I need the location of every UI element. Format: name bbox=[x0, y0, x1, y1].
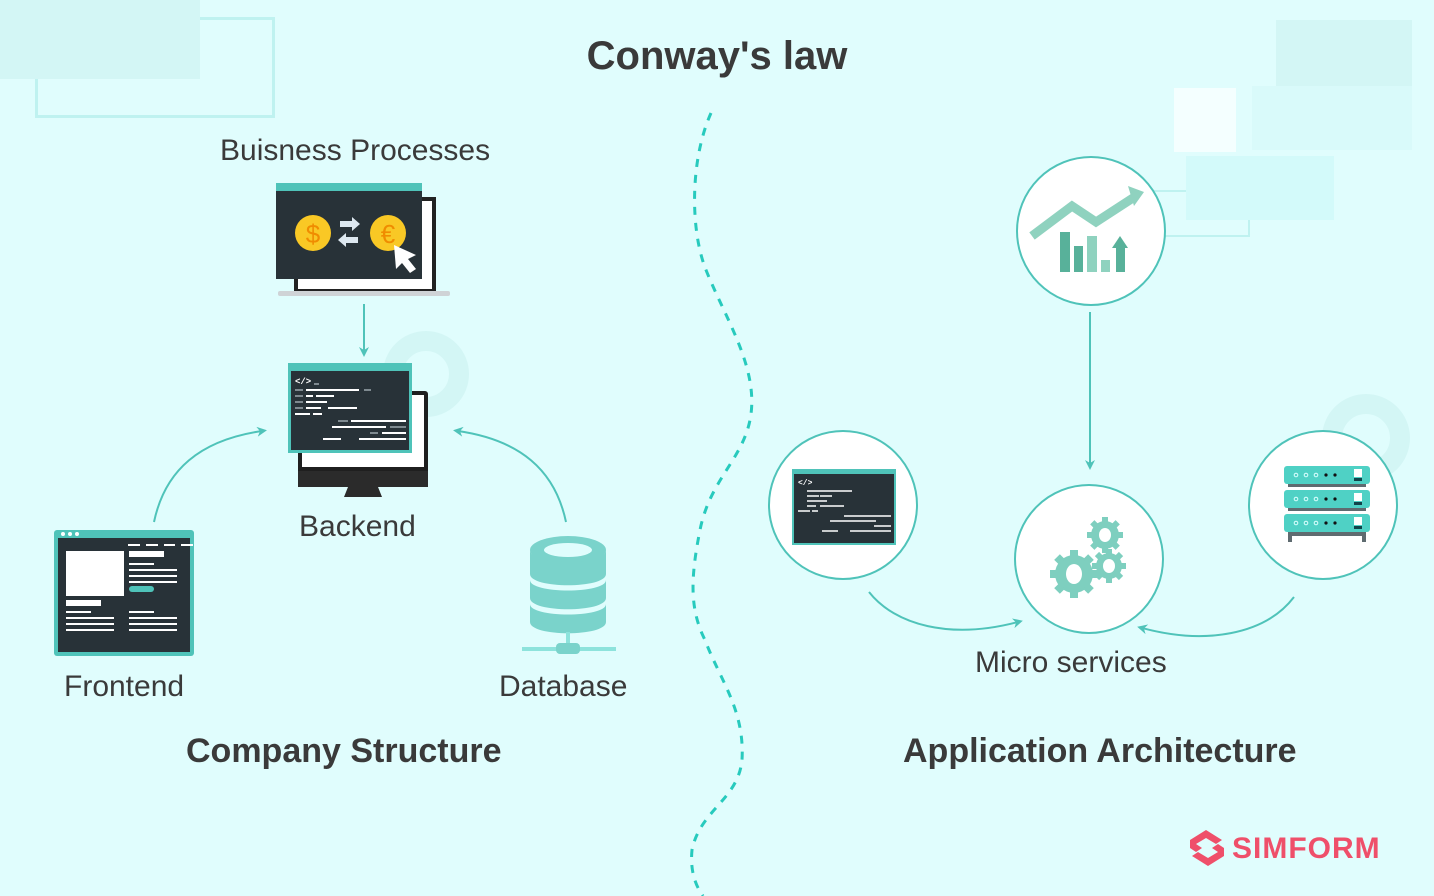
server-rack-icon bbox=[1284, 466, 1370, 542]
browser-window-icon bbox=[54, 530, 194, 656]
decor-fill-rect bbox=[0, 0, 200, 79]
section-title-left: Company Structure bbox=[186, 732, 502, 770]
laptop-currency-exchange-icon: $ € bbox=[276, 183, 450, 296]
node-code: </> bbox=[768, 430, 918, 580]
svg-text:$: $ bbox=[306, 219, 321, 249]
svg-text:</>: </> bbox=[798, 479, 813, 488]
page-title: Conway's law bbox=[586, 34, 848, 78]
node-label-database: Database bbox=[499, 670, 628, 703]
brand-logo: SIMFORM bbox=[1188, 828, 1398, 868]
node-label-frontend: Frontend bbox=[64, 670, 185, 703]
node-label-business: Buisness Processes bbox=[220, 134, 491, 167]
simform-logo-icon bbox=[1190, 830, 1224, 866]
section-title-right: Application Architecture bbox=[903, 732, 1297, 770]
desktop-code-icon: </> bbox=[288, 363, 428, 497]
edge-frontend-to-backend bbox=[153, 426, 267, 523]
svg-text:</>: </> bbox=[295, 377, 311, 387]
code-window-icon: </> bbox=[792, 469, 896, 545]
node-label-microservices: Micro services bbox=[975, 646, 1167, 679]
divider-line bbox=[690, 112, 754, 896]
database-icon bbox=[522, 536, 616, 654]
growth-chart-icon bbox=[1029, 186, 1144, 272]
edge-code-to-microservices bbox=[868, 591, 1023, 631]
decor-fill-rect bbox=[1252, 86, 1412, 150]
svg-text:€: € bbox=[381, 219, 396, 249]
decor-fill-rect bbox=[1186, 156, 1334, 220]
edge-database-to-backend bbox=[453, 426, 567, 523]
node-microservices bbox=[1014, 484, 1164, 634]
brand-name: SIMFORM bbox=[1232, 832, 1381, 865]
gears-icon bbox=[1050, 517, 1126, 598]
node-analytics bbox=[1016, 156, 1166, 306]
decor-fill-rect bbox=[1276, 20, 1412, 86]
node-label-backend: Backend bbox=[299, 510, 416, 543]
edge-servers-to-microservices bbox=[1137, 596, 1295, 637]
node-servers bbox=[1248, 430, 1398, 580]
decor-fill-rect bbox=[1174, 88, 1236, 152]
